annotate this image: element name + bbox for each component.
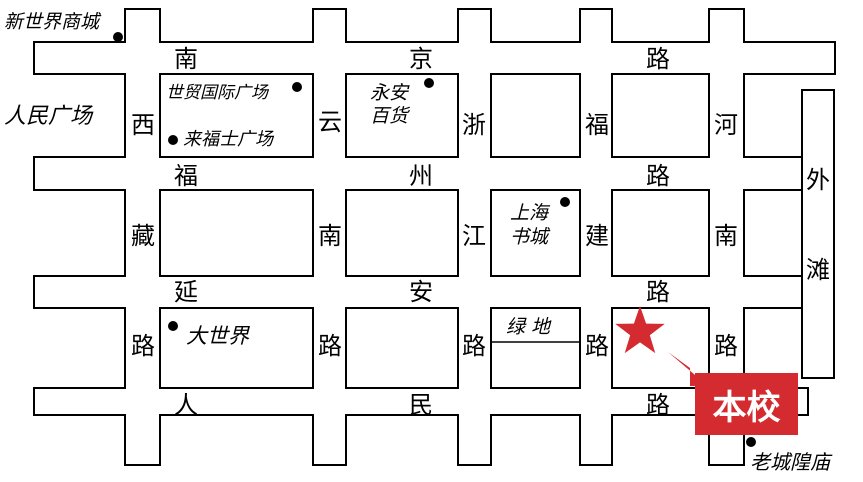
- road-label-min: 民: [409, 391, 433, 419]
- road-label-nan-henan: 南: [714, 222, 738, 250]
- landmark-world-trade-plaza: 世贸国际广场: [166, 83, 268, 103]
- road-label-he: 河: [714, 111, 738, 139]
- road-label-xi: 西: [131, 111, 155, 139]
- city-god-temple-dot-icon: [746, 437, 756, 447]
- road-label-an: 安: [409, 278, 433, 306]
- road-label-jing: 京: [409, 45, 433, 73]
- landmark-new-world-mall: 新世界商城: [4, 11, 100, 33]
- shanghai-bookstore-dot-icon: [560, 197, 570, 207]
- road-label-zhou: 州: [409, 162, 433, 190]
- road-label-yan: 延: [174, 278, 198, 306]
- raffles-plaza-dot-icon: [168, 135, 178, 145]
- wing-on-dot-icon: [424, 78, 434, 88]
- landmark-raffles-plaza: 来福士广场: [183, 129, 273, 150]
- road-label-nan-yunnan: 南: [318, 222, 342, 250]
- landmark-shanghai-bookstore-line2: 书城: [510, 226, 549, 248]
- road-label-jiang: 江: [462, 222, 486, 250]
- road-label-lu-xizang: 路: [131, 332, 155, 360]
- road-label-lu-yunnan: 路: [318, 332, 342, 360]
- road-label-lu-nanjing: 路: [646, 45, 670, 73]
- road-label-lu-renmin: 路: [646, 391, 670, 419]
- road-label-fu-fuzhou: 福: [174, 162, 198, 190]
- road-label-nan: 南: [174, 45, 198, 73]
- landmark-shanghai-bookstore-line1: 上海: [510, 202, 549, 224]
- landmark-green-land: 绿 地: [506, 316, 551, 338]
- landmark-peoples-square: 人民广场: [4, 104, 93, 129]
- road-label-jian: 建: [585, 222, 609, 250]
- road-label-wai: 外: [806, 166, 830, 194]
- road-label-lu-zhejiang: 路: [462, 332, 486, 360]
- road-label-yun: 云: [318, 108, 342, 136]
- road-label-ren: 人: [174, 391, 198, 419]
- landmark-wing-on-line1: 永安: [370, 82, 409, 104]
- new-world-mall-dot-icon: [113, 32, 123, 42]
- star-icon: [615, 306, 665, 354]
- road-label-zang: 藏: [131, 222, 155, 250]
- great-world-dot-icon: [168, 321, 178, 331]
- road-label-zhe: 浙: [462, 111, 486, 139]
- road-label-lu-fuzhou: 路: [646, 162, 670, 190]
- school-callout-box: [695, 373, 798, 435]
- road-label-lu-fujian: 路: [585, 332, 609, 360]
- road-label-lu-yanan: 路: [646, 278, 670, 306]
- landmark-wing-on-line2: 百货: [370, 105, 409, 127]
- road-label-lu-henan: 路: [714, 332, 738, 360]
- road-label-fu-fujian: 福: [585, 111, 609, 139]
- landmark-great-world: 大世界: [186, 324, 249, 348]
- landmark-city-god-temple: 老城隍庙: [750, 450, 830, 474]
- road-label-tan: 滩: [806, 256, 830, 284]
- school-label: 本校: [712, 387, 781, 428]
- world-trade-plaza-dot-icon: [292, 82, 302, 92]
- waitan-strip: [801, 89, 835, 379]
